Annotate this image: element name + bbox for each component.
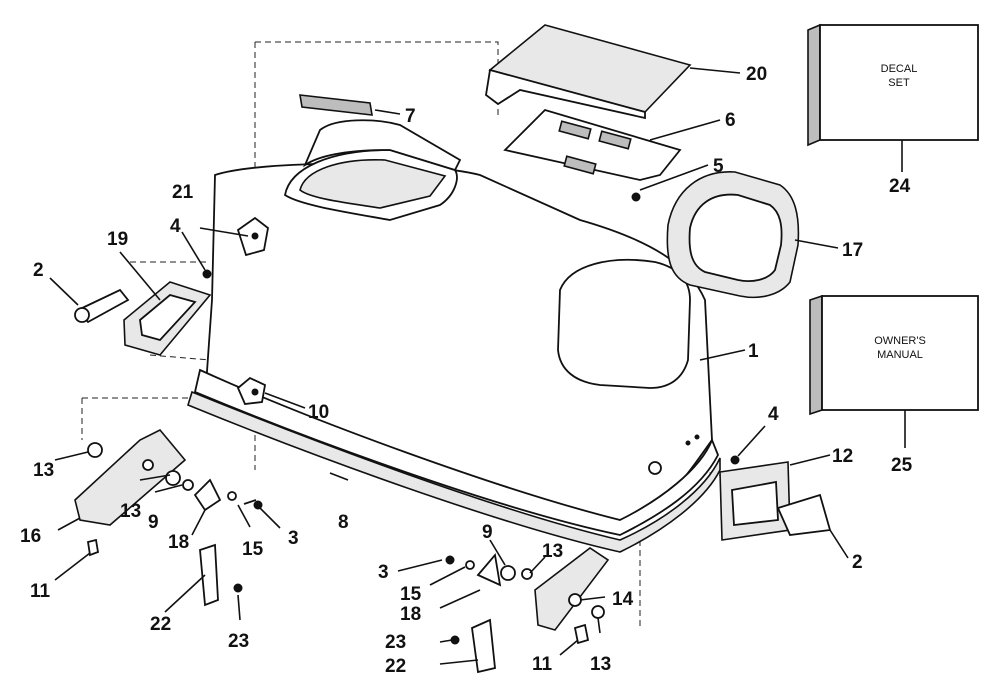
- label-15b: 15: [400, 584, 422, 605]
- manual-line-2: MANUAL: [877, 349, 923, 361]
- label-13d: 13: [590, 654, 611, 675]
- label-9a: 9: [148, 512, 159, 533]
- label-13c: 13: [542, 541, 563, 562]
- label-8: 8: [338, 512, 349, 533]
- label-22a: 22: [150, 614, 171, 635]
- small-screws: [202, 192, 740, 465]
- label-17: 17: [842, 240, 863, 261]
- label-13b: 13: [120, 501, 141, 522]
- owners-manual-box: OWNER'S MANUAL: [809, 294, 979, 448]
- seal-strip-part-7: [299, 94, 373, 116]
- label-2b: 2: [852, 552, 863, 573]
- label-3a: 3: [288, 528, 299, 549]
- label-19: 19: [107, 229, 128, 250]
- left-handle-part-2: [74, 288, 130, 324]
- left-latch-plate-part-19: [123, 281, 212, 356]
- label-11b: 11: [532, 654, 553, 675]
- right-latch-plate-part-12: [719, 461, 791, 541]
- label-20: 20: [746, 64, 767, 85]
- label-13a: 13: [33, 460, 54, 481]
- gasket-part-6: [503, 108, 682, 181]
- label-12: 12: [832, 446, 853, 467]
- label-4a: 4: [170, 216, 181, 237]
- label-5: 5: [713, 156, 724, 177]
- right-bracket-assembly: [445, 547, 610, 674]
- window-frame-part-17: [666, 171, 800, 299]
- label-23b: 23: [385, 632, 406, 653]
- label-3b: 3: [378, 562, 389, 583]
- label-25: 25: [891, 455, 913, 476]
- label-4b: 4: [768, 404, 779, 425]
- label-9b: 9: [482, 522, 493, 543]
- decal-set-box: DECAL SET: [807, 23, 979, 172]
- label-2a: 2: [33, 260, 44, 281]
- label-15a: 15: [242, 539, 264, 560]
- label-10: 10: [308, 402, 329, 423]
- knob-part-10: [236, 376, 267, 405]
- label-24: 24: [889, 176, 911, 197]
- label-11a: 11: [30, 581, 51, 602]
- decal-line-2: SET: [888, 77, 910, 89]
- leader-lines: [49, 67, 849, 665]
- label-1: 1: [748, 341, 759, 362]
- knob-part-21: [236, 216, 269, 257]
- label-16: 16: [20, 526, 41, 547]
- label-6: 6: [725, 110, 736, 131]
- left-bracket-assembly: [74, 429, 263, 607]
- label-21: 21: [172, 182, 194, 203]
- engine-cover-cowl: [187, 119, 721, 553]
- decal-line-1: DECAL: [881, 63, 918, 75]
- label-18a: 18: [168, 532, 189, 553]
- top-cover-part-20: [485, 24, 692, 120]
- label-14: 14: [612, 589, 634, 610]
- label-23a: 23: [228, 631, 249, 652]
- label-22b: 22: [385, 656, 406, 677]
- manual-line-1: OWNER'S: [874, 335, 926, 347]
- label-7: 7: [405, 106, 416, 127]
- part-number-labels: 20 7 6 5 24 17 1 25 21 4 19 2 10 4 12 13…: [20, 64, 913, 677]
- label-18b: 18: [400, 604, 421, 625]
